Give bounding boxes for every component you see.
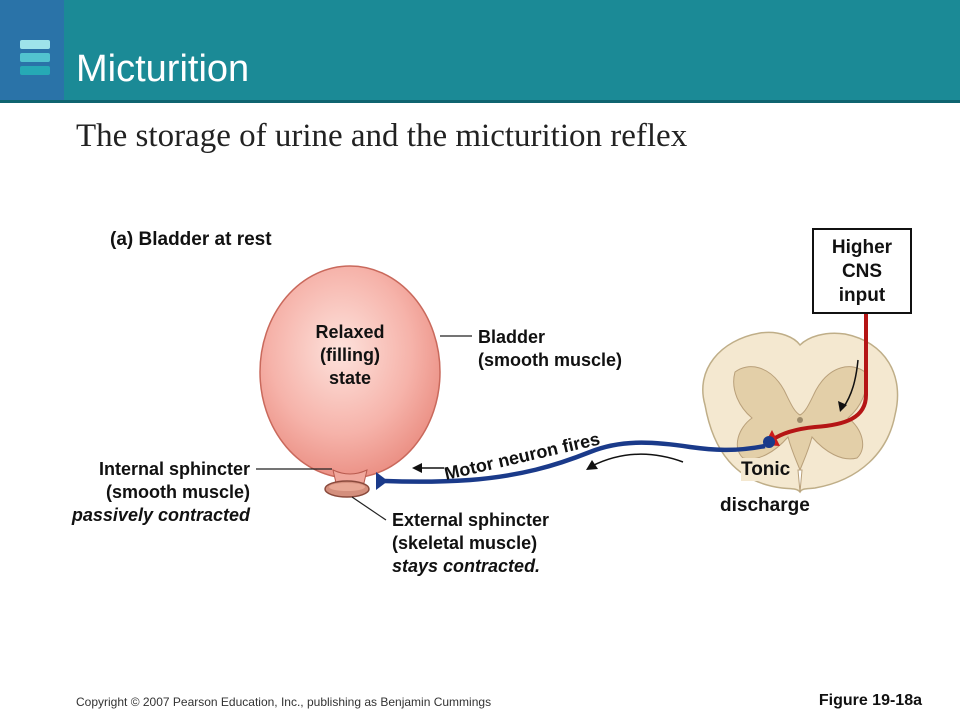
slide-title: Micturition [76, 48, 250, 90]
motor-neuron-body [763, 436, 775, 448]
bladder-state-label: Relaxed (filling) state [315, 322, 385, 388]
cns-input-box: Higher CNS input [812, 228, 912, 314]
copyright-text: Copyright © 2007 Pearson Education, Inc.… [76, 695, 492, 709]
header-accent [0, 0, 64, 100]
motor-neuron-axon [384, 440, 766, 484]
discharge-label: discharge [720, 495, 810, 516]
figure-reference: Figure 19-18a [818, 692, 922, 709]
slide-subtitle: The storage of urine and the micturition… [76, 118, 688, 154]
motor-neuron-terminal [376, 472, 388, 490]
tonic-label: Tonic [741, 458, 791, 481]
cns-input-fiber [770, 314, 868, 442]
panel-label: (a) Bladder at rest [110, 229, 272, 250]
external-sphincter-label: External sphincter (skeletal muscle) sta… [392, 510, 550, 576]
motor-arrow-curved [591, 453, 684, 467]
bladder-label: Bladder (smooth muscle) [478, 327, 623, 370]
menu-bars-icon [20, 40, 50, 79]
spinal-cord-section [702, 331, 899, 494]
title-bar: Micturition [0, 0, 960, 103]
internal-sphincter-label: Internal sphincter (smooth muscle) passi… [71, 459, 250, 525]
